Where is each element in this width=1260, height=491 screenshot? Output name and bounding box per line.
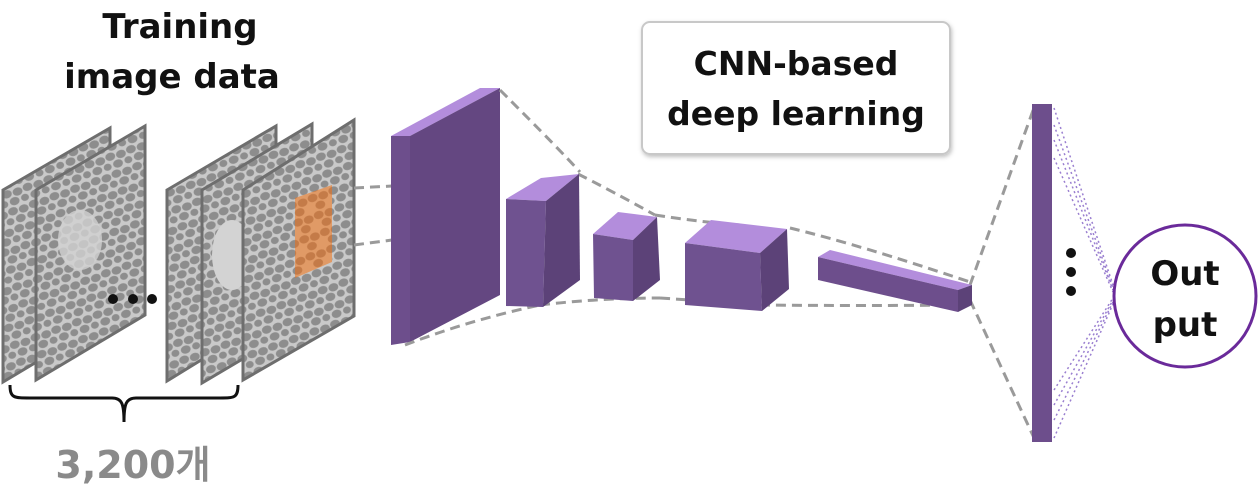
count-brace	[8, 384, 240, 423]
image-stack-right	[165, 117, 356, 386]
fc-ellipsis	[1066, 248, 1076, 296]
image-count-label: 3,200개	[55, 443, 210, 487]
output-label-line2: put	[1153, 305, 1218, 345]
conv-layer-2	[506, 174, 580, 307]
output-label-line1: Out	[1150, 254, 1219, 294]
sampling-patch	[295, 185, 332, 278]
model-label-line1: CNN-based	[694, 44, 899, 83]
fully-connected-layer	[1032, 104, 1052, 442]
conv-layer-4	[685, 220, 789, 311]
conv-layer-1	[391, 88, 500, 345]
input-title-line2: image data	[64, 57, 280, 97]
image-stack-left	[1, 123, 147, 385]
conv-layer-5	[818, 250, 972, 312]
model-label-line2: deep learning	[667, 94, 925, 133]
input-title-line1: Training	[102, 7, 257, 47]
image-slice-light-area	[58, 210, 102, 270]
output-node: Out put	[1112, 223, 1258, 369]
fc-output-connections	[1053, 107, 1114, 439]
patch-connections	[353, 184, 393, 247]
stack-ellipsis	[108, 294, 157, 304]
conv-layer-3	[593, 212, 660, 301]
model-label-box: CNN-based deep learning	[641, 21, 951, 155]
